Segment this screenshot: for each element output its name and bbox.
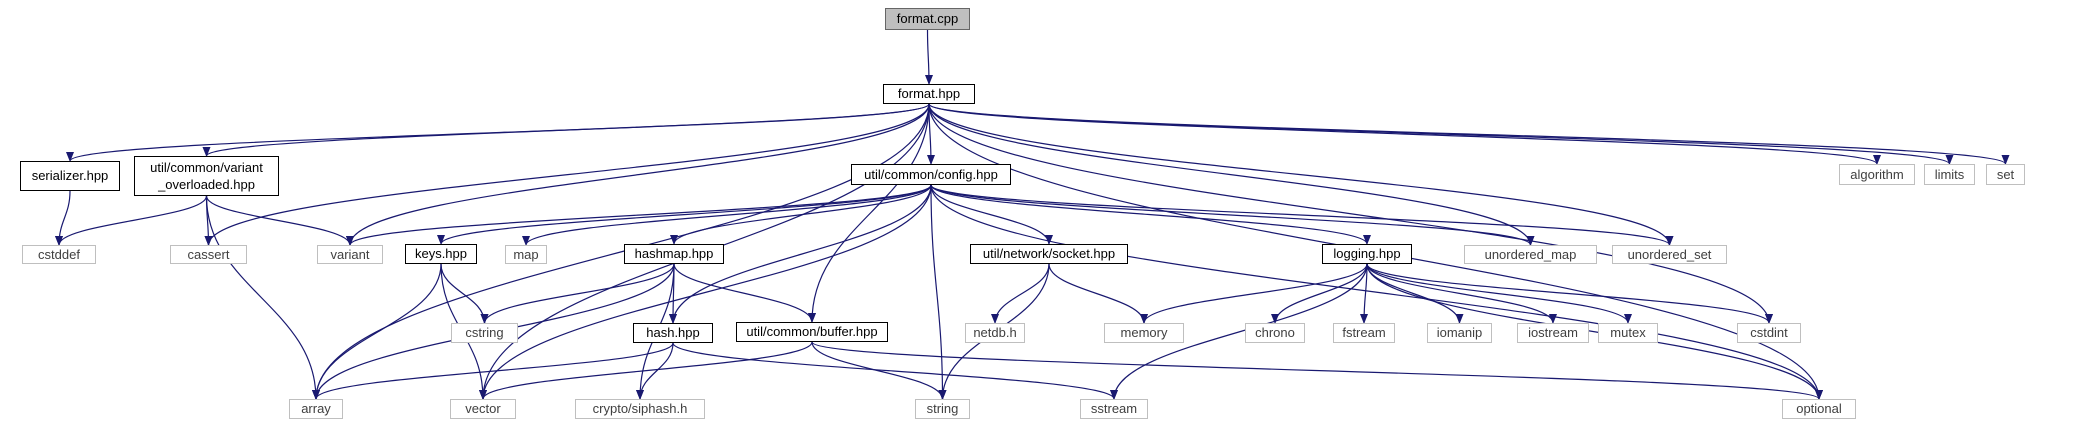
- edge-format-hpp-to-unordered-set: [928, 103, 1674, 246]
- node-variant-overloaded-hpp[interactable]: util/common/variant _overloaded.hpp: [134, 156, 279, 196]
- edge-hash-hpp-to-sstream: [672, 342, 1118, 400]
- node-cstring: cstring: [451, 323, 518, 343]
- edge-logging-hpp-to-sstream: [1110, 263, 1368, 400]
- node-string: string: [915, 399, 970, 419]
- edge-logging-hpp-to-memory: [1140, 263, 1368, 324]
- edge-hashmap-hpp-to-buffer-hpp: [673, 263, 816, 323]
- edge-config-hpp-to-unordered-set: [930, 184, 1674, 246]
- node-unordered-map: unordered_map: [1464, 245, 1597, 264]
- node-cassert: cassert: [170, 245, 247, 264]
- node-hash-hpp[interactable]: hash.hpp: [633, 323, 713, 343]
- edge-logging-hpp-to-chrono: [1271, 263, 1368, 324]
- edge-config-hpp-to-optional: [930, 184, 1823, 400]
- edge-config-hpp-to-unordered-map: [930, 184, 1535, 246]
- edge-logging-hpp-to-iostream: [1366, 263, 1557, 324]
- edge-format-hpp-to-limits: [928, 103, 1954, 165]
- node-memory: memory: [1104, 323, 1184, 343]
- node-buffer-hpp[interactable]: util/common/buffer.hpp: [736, 322, 888, 342]
- edge-variant-overloaded-hpp-to-cstddef: [55, 195, 208, 246]
- edge-format-hpp-to-unordered-map: [928, 103, 1535, 246]
- node-array: array: [289, 399, 343, 419]
- edge-config-hpp-to-hashmap-hpp: [670, 184, 932, 245]
- node-set: set: [1986, 164, 2025, 185]
- edge-keys-hpp-to-cstring: [440, 263, 489, 324]
- edge-buffer-hpp-to-vector: [479, 341, 813, 400]
- node-vector: vector: [450, 399, 516, 419]
- edge-format-hpp-to-variant: [346, 103, 930, 246]
- edge-config-hpp-to-socket-hpp: [930, 184, 1053, 245]
- edge-logging-hpp-to-mutex: [1366, 263, 1632, 324]
- edge-variant-overloaded-hpp-to-array: [205, 195, 320, 400]
- node-crypto-siphash-h: crypto/siphash.h: [575, 399, 705, 419]
- node-map: map: [505, 245, 547, 264]
- node-limits: limits: [1924, 164, 1975, 185]
- edge-format-hpp-to-cassert: [204, 103, 930, 246]
- node-config-hpp[interactable]: util/common/config.hpp: [851, 164, 1011, 185]
- edge-format-hpp-to-algorithm: [928, 103, 1881, 165]
- edge-socket-hpp-to-memory: [1048, 263, 1148, 324]
- edge-buffer-hpp-to-optional: [811, 341, 1823, 400]
- node-iostream: iostream: [1517, 323, 1589, 343]
- node-unordered-set: unordered_set: [1612, 245, 1727, 264]
- node-format-cpp[interactable]: format.cpp: [885, 8, 970, 30]
- edge-config-hpp-to-vector: [479, 184, 932, 400]
- edge-hashmap-hpp-to-cstring: [480, 263, 675, 324]
- edge-hash-hpp-to-array: [312, 342, 674, 400]
- node-cstddef: cstddef: [22, 245, 96, 264]
- edge-config-hpp-to-hash-hpp: [669, 184, 932, 324]
- edge-variant-overloaded-hpp-to-variant: [205, 195, 354, 246]
- node-fstream: fstream: [1333, 323, 1395, 343]
- edge-buffer-hpp-to-string: [811, 341, 947, 400]
- edge-config-hpp-to-map: [522, 184, 932, 246]
- node-cstdint: cstdint: [1737, 323, 1801, 343]
- edge-serializer-hpp-to-cstddef: [55, 190, 71, 246]
- edge-format-hpp-to-cstdint: [928, 103, 1773, 324]
- edge-config-hpp-to-string: [930, 184, 947, 400]
- edge-format-cpp-to-format-hpp: [924, 29, 933, 85]
- edge-hash-hpp-to-crypto-siphash-h: [636, 342, 674, 400]
- node-netdb-h: netdb.h: [965, 323, 1025, 343]
- edge-format-hpp-to-set: [928, 103, 2010, 165]
- node-logging-hpp[interactable]: logging.hpp: [1322, 244, 1412, 264]
- edge-config-hpp-to-logging-hpp: [930, 184, 1371, 245]
- node-iomanip: iomanip: [1427, 323, 1492, 343]
- node-mutex: mutex: [1598, 323, 1658, 343]
- node-hashmap-hpp[interactable]: hashmap.hpp: [624, 244, 724, 264]
- edge-format-hpp-to-variant-overloaded-hpp: [202, 103, 930, 157]
- edge-config-hpp-to-variant: [346, 184, 932, 246]
- edge-logging-hpp-to-optional: [1366, 263, 1823, 400]
- edge-keys-hpp-to-array: [312, 263, 442, 400]
- edge-format-hpp-to-buffer-hpp: [808, 103, 930, 323]
- edge-config-hpp-to-keys-hpp: [437, 184, 932, 245]
- node-optional: optional: [1782, 399, 1856, 419]
- edge-logging-hpp-to-iomanip: [1366, 263, 1464, 324]
- edge-socket-hpp-to-netdb-h: [991, 263, 1050, 324]
- edge-logging-hpp-to-fstream: [1360, 263, 1369, 324]
- node-variant: variant: [317, 245, 383, 264]
- node-chrono: chrono: [1245, 323, 1305, 343]
- node-format-hpp[interactable]: format.hpp: [883, 84, 975, 104]
- node-socket-hpp[interactable]: util/network/socket.hpp: [970, 244, 1128, 264]
- edge-format-hpp-to-array: [312, 103, 930, 400]
- node-serializer-hpp[interactable]: serializer.hpp: [20, 161, 120, 191]
- node-keys-hpp[interactable]: keys.hpp: [405, 244, 477, 264]
- node-sstream: sstream: [1080, 399, 1148, 419]
- edge-logging-hpp-to-cstdint: [1366, 263, 1773, 324]
- node-algorithm: algorithm: [1839, 164, 1915, 185]
